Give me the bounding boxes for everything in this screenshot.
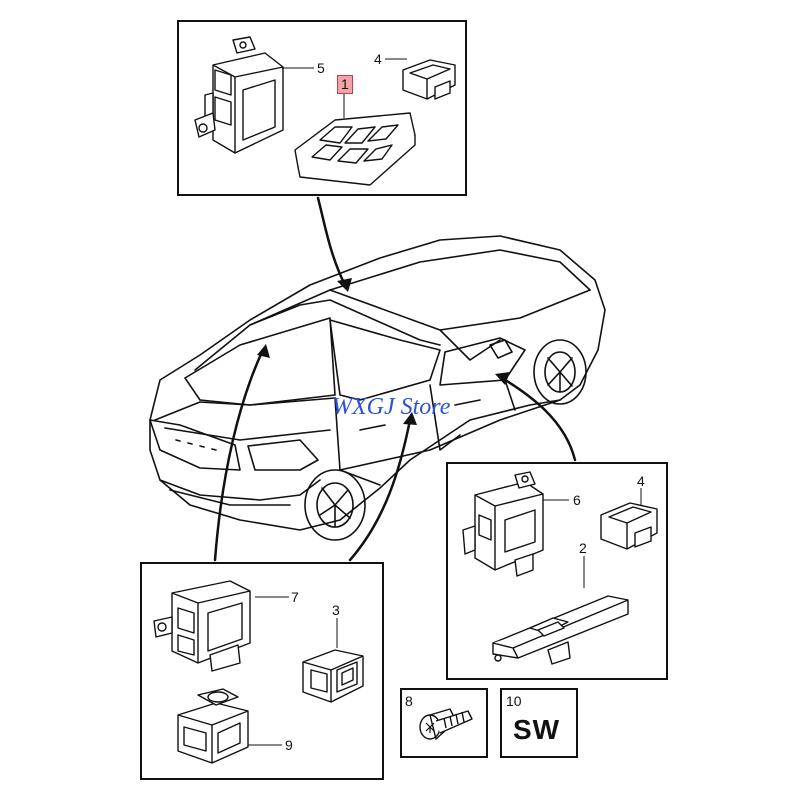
callout-3: 3 [332,602,340,618]
callout-5: 5 [317,60,325,76]
leader-3 [336,618,338,648]
part-1-window-switch-panel [294,112,416,186]
leader-5 [282,67,314,69]
leader-2 [583,556,585,588]
part-6-control-module [462,471,544,577]
part-4-single-switch-right [600,502,658,550]
part-7-control-module [153,580,251,672]
part-4-single-switch-top [402,59,456,100]
callout-7: 7 [291,589,299,605]
part-3-small-switch [302,649,364,703]
store-watermark: WXGJ Store [332,394,451,420]
sw-label: SW [513,714,561,745]
callout-8: 8 [405,693,413,709]
part-9-switch-block [177,688,249,764]
callout-2: 2 [579,540,587,556]
leader-1 [343,94,345,118]
callout-10: 10 [506,693,522,709]
callout-1-highlighted: 1 [337,75,353,94]
leader-4-right [640,488,642,506]
part-5-control-module [194,36,284,154]
part-8-torx-screw [419,708,473,740]
leader-9 [248,744,282,746]
callout-9: 9 [285,737,293,753]
leader-4-top [385,58,407,60]
callout-4-top: 4 [374,51,382,67]
leader-6 [543,499,569,501]
leader-7 [255,596,289,598]
part-10-box [500,688,578,758]
callout-6: 6 [573,492,581,508]
callout-4-right: 4 [637,473,645,489]
part-2-long-switch [492,595,629,665]
